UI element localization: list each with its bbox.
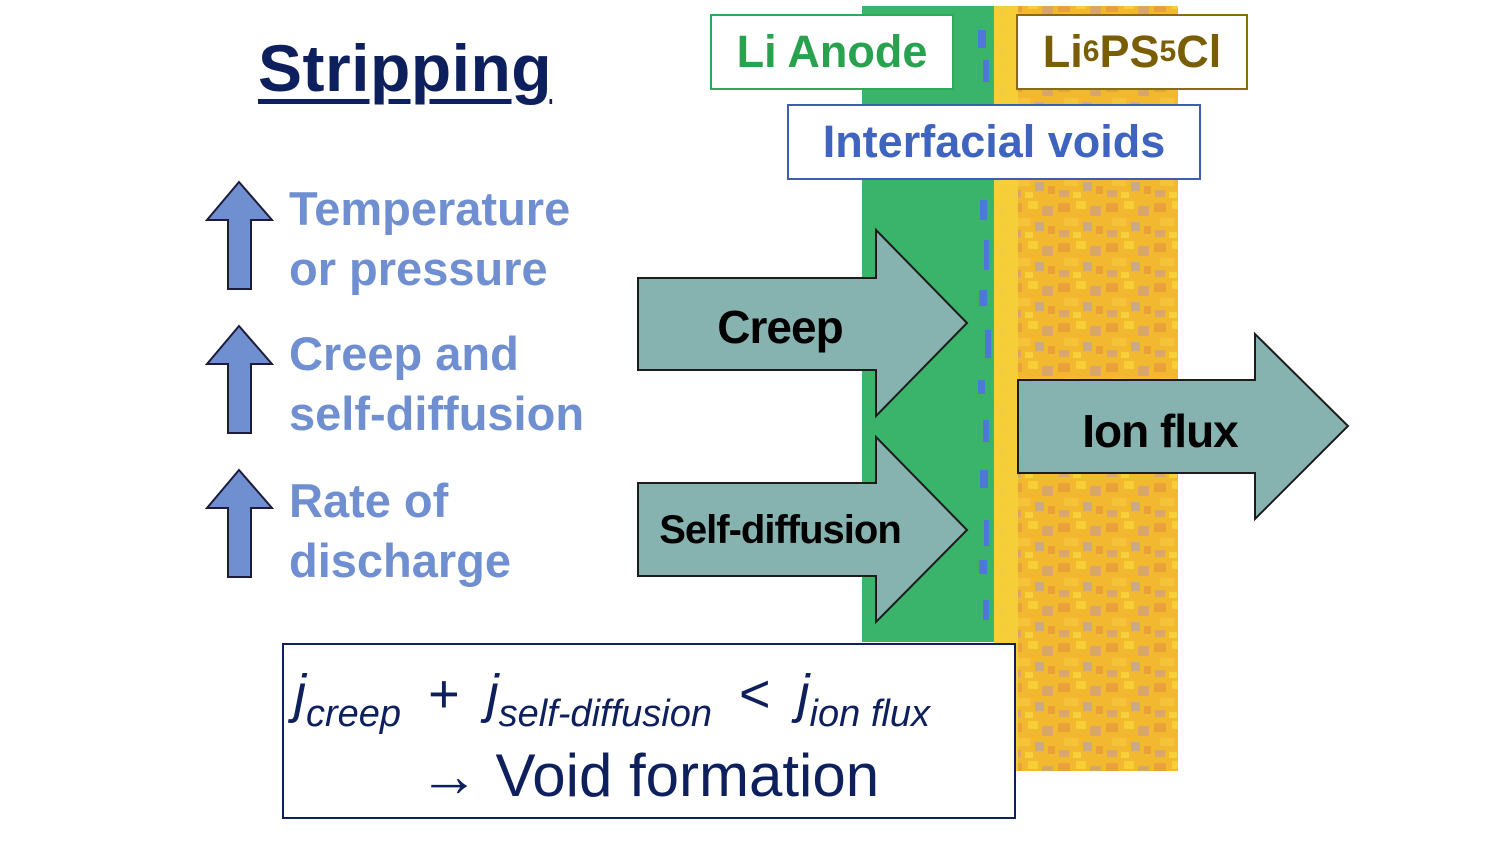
li-anode-label-text: Li Anode bbox=[736, 26, 928, 77]
void-formation-result: → Void formation bbox=[418, 742, 880, 809]
creep-arrow bbox=[637, 227, 969, 419]
li-anode-label: Li Anode bbox=[710, 14, 954, 90]
formula-subscript: 5 bbox=[1159, 35, 1177, 68]
interfacial-voids-label: Interfacial voids bbox=[787, 104, 1201, 180]
formula-subscript: 6 bbox=[1082, 35, 1100, 68]
factor-temperature-pressure: Temperature or pressure bbox=[289, 179, 570, 299]
j-symbol: j bbox=[294, 664, 306, 724]
factor-line: discharge bbox=[289, 534, 512, 587]
j-symbol: j bbox=[486, 664, 499, 724]
factor-line: or pressure bbox=[289, 242, 548, 295]
self-diffusion-arrow bbox=[637, 434, 969, 625]
plus-operator: + bbox=[428, 664, 460, 724]
factor-line: Rate of bbox=[289, 474, 449, 527]
factor-creep-selfdiffusion: Creep and self-diffusion bbox=[289, 324, 584, 444]
up-arrow-icon bbox=[204, 324, 275, 434]
up-arrow-icon bbox=[204, 468, 275, 578]
factor-line: Creep and bbox=[289, 327, 519, 380]
slide-title: Stripping bbox=[258, 31, 553, 105]
formula-part: PS bbox=[1099, 26, 1160, 77]
formula-part: Li bbox=[1042, 26, 1083, 77]
factor-rate-of-discharge: Rate of discharge bbox=[289, 471, 511, 591]
less-than-operator: < bbox=[738, 664, 771, 724]
creep-subscript: creep bbox=[306, 693, 402, 735]
factor-line: Temperature bbox=[289, 182, 571, 235]
ion-flux-arrow bbox=[1017, 331, 1350, 522]
factor-line: self-diffusion bbox=[289, 387, 585, 440]
j-symbol: j bbox=[797, 664, 810, 724]
self-diffusion-arrow-label: Self-diffusion bbox=[659, 508, 902, 552]
ion-flux-subscript: ion flux bbox=[809, 693, 930, 735]
interfacial-voids bbox=[978, 30, 991, 620]
equation-box: jcreep + jself-diffusion < jion flux → V… bbox=[282, 643, 1016, 819]
formula-part: Cl bbox=[1176, 26, 1222, 77]
self-diffusion-subscript: self-diffusion bbox=[498, 693, 712, 735]
flux-inequality: jcreep + jself-diffusion < jion flux bbox=[294, 663, 930, 736]
up-arrow-icon bbox=[204, 180, 275, 290]
interfacial-voids-label-text: Interfacial voids bbox=[822, 116, 1166, 167]
creep-arrow-label: Creep bbox=[717, 301, 843, 353]
ion-flux-arrow-label: Ion flux bbox=[1082, 405, 1239, 457]
